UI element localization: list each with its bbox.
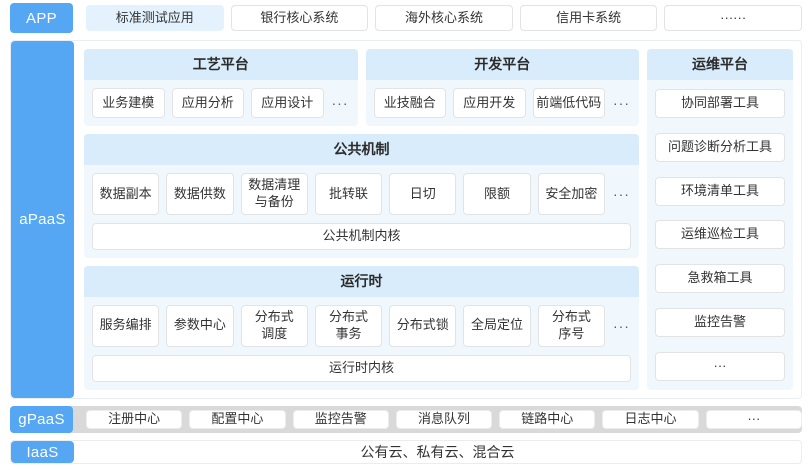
iaas-layer: IaaS 公有云、私有云、混合云 xyxy=(10,440,802,464)
app-item-standard-test[interactable]: 标准测试应用 xyxy=(86,5,224,32)
gpaas-items-row: 注册中心 配置中心 监控告警 消息队列 链路中心 日志中心 ··· xyxy=(86,406,802,433)
common-mechanism-items: 数据副本 数据供数 数据清理 与备份 批转联 日切 限额 安全加密 ··· xyxy=(92,173,631,215)
apaas-content: 工艺平台 业务建模 应用分析 应用设计 ··· 开发平台 业技融合 应用开发 xyxy=(74,41,801,398)
runtime-items: 服务编排 参数中心 分布式 调度 分布式 事务 分布式锁 全局定位 分布式 序号… xyxy=(92,304,631,347)
runtime-item-distributed-transaction[interactable]: 分布式 事务 xyxy=(314,304,383,347)
runtime-item-global-positioning[interactable]: 全局定位 xyxy=(463,304,531,347)
craft-item-app-analysis[interactable]: 应用分析 xyxy=(171,88,244,119)
gpaas-item-config-center[interactable]: 配置中心 xyxy=(189,409,286,430)
dev-platform-group: 开发平台 业技融合 应用开发 前端低代码 ··· xyxy=(365,49,640,127)
ops-item-more[interactable]: ··· xyxy=(655,351,785,381)
dev-item-app-dev[interactable]: 应用开发 xyxy=(453,88,526,119)
ops-platform-items: 协同部署工具 问题诊断分析工具 环境清单工具 运维巡检工具 急救箱工具 监控告警… xyxy=(647,80,793,390)
common-item-security-encrypt[interactable]: 安全加密 xyxy=(537,173,605,215)
gpaas-item-more[interactable]: ··· xyxy=(705,409,802,430)
apaas-layer: aPaaS 工艺平台 业务建模 应用分析 应用设计 ··· 开发平台 xyxy=(10,40,802,399)
gpaas-item-registry-center[interactable]: 注册中心 xyxy=(86,409,183,430)
runtime-title: 运行时 xyxy=(84,265,639,297)
runtime-item-param-center[interactable]: 参数中心 xyxy=(166,304,234,347)
app-item-overseas-core[interactable]: 海外核心系统 xyxy=(375,5,513,32)
ops-platform-group: 运维平台 协同部署工具 问题诊断分析工具 环境清单工具 运维巡检工具 急救箱工具… xyxy=(647,49,793,390)
dev-more-dots: ··· xyxy=(613,95,630,112)
app-layer-label: APP xyxy=(10,3,73,34)
common-item-quota[interactable]: 限额 xyxy=(463,173,531,215)
app-layer: APP 标准测试应用 银行核心系统 海外核心系统 信用卡系统 ······ xyxy=(10,3,802,34)
ops-item-inspection-tool[interactable]: 运维巡检工具 xyxy=(655,220,785,250)
app-items-row: 标准测试应用 银行核心系统 海外核心系统 信用卡系统 ······ xyxy=(86,3,802,33)
apaas-layer-label: aPaaS xyxy=(11,41,74,398)
iaas-cloud-text: 公有云、私有云、混合云 xyxy=(360,444,515,461)
ops-item-first-aid-kit-tool[interactable]: 急救箱工具 xyxy=(655,264,785,294)
runtime-item-distributed-lock[interactable]: 分布式锁 xyxy=(389,304,457,347)
craft-item-business-modeling[interactable]: 业务建模 xyxy=(92,88,165,119)
common-mechanism-group: 公共机制 数据副本 数据供数 数据清理 与备份 批转联 日切 限额 安全加密 ·… xyxy=(84,134,639,258)
gpaas-layer: gPaaS 注册中心 配置中心 监控告警 消息队列 链路中心 日志中心 ··· xyxy=(10,405,802,434)
dev-item-biz-tech-fusion[interactable]: 业技融合 xyxy=(373,88,446,119)
common-item-data-supply[interactable]: 数据供数 xyxy=(166,173,234,215)
runtime-body: 服务编排 参数中心 分布式 调度 分布式 事务 分布式锁 全局定位 分布式 序号… xyxy=(84,297,639,390)
craft-platform-title: 工艺平台 xyxy=(84,49,358,81)
dev-item-frontend-lowcode[interactable]: 前端低代码 xyxy=(532,88,605,119)
ops-item-env-inventory-tool[interactable]: 环境清单工具 xyxy=(655,176,785,206)
craft-more-dots: ··· xyxy=(331,95,349,112)
common-mechanism-title: 公共机制 xyxy=(84,134,639,166)
craft-platform-group: 工艺平台 业务建模 应用分析 应用设计 ··· xyxy=(84,49,358,127)
app-item-bank-core[interactable]: 银行核心系统 xyxy=(230,5,369,32)
common-item-data-replica[interactable]: 数据副本 xyxy=(92,173,160,215)
common-item-data-clean-backup[interactable]: 数据清理 与备份 xyxy=(240,173,308,215)
gpaas-item-log-center[interactable]: 日志中心 xyxy=(602,409,699,430)
runtime-group: 运行时 服务编排 参数中心 分布式 调度 分布式 事务 分布式锁 全局定位 分布… xyxy=(84,265,639,390)
runtime-item-distributed-sequence[interactable]: 分布式 序号 xyxy=(537,304,605,347)
apaas-main-column: 工艺平台 业务建模 应用分析 应用设计 ··· 开发平台 业技融合 应用开发 xyxy=(84,49,639,390)
gpaas-item-message-queue[interactable]: 消息队列 xyxy=(395,409,493,430)
common-more-dots: ··· xyxy=(612,186,630,203)
craft-item-app-design[interactable]: 应用设计 xyxy=(251,88,324,119)
dev-platform-items: 业技融合 应用开发 前端低代码 ··· xyxy=(366,80,640,126)
ops-item-monitoring-alert[interactable]: 监控告警 xyxy=(655,307,785,337)
runtime-more-dots: ··· xyxy=(612,317,630,334)
common-item-day-cut[interactable]: 日切 xyxy=(389,173,457,215)
craft-platform-items: 业务建模 应用分析 应用设计 ··· xyxy=(84,80,358,126)
app-item-credit-card[interactable]: 信用卡系统 xyxy=(519,5,658,32)
ops-item-collab-deploy-tool[interactable]: 协同部署工具 xyxy=(655,89,785,119)
runtime-item-distributed-scheduling[interactable]: 分布式 调度 xyxy=(240,304,308,347)
iaas-layer-label: IaaS xyxy=(11,441,74,463)
common-mechanism-body: 数据副本 数据供数 数据清理 与备份 批转联 日切 限额 安全加密 ··· 公共… xyxy=(84,165,639,258)
apaas-top-groups: 工艺平台 业务建模 应用分析 应用设计 ··· 开发平台 业技融合 应用开发 xyxy=(84,49,640,127)
runtime-kernel-bar[interactable]: 运行时内核 xyxy=(92,354,631,382)
common-mechanism-kernel-bar[interactable]: 公共机制内核 xyxy=(92,222,631,250)
ops-platform-title: 运维平台 xyxy=(647,49,793,81)
app-item-more[interactable]: ······ xyxy=(664,5,802,32)
ops-item-problem-diagnosis-tool[interactable]: 问题诊断分析工具 xyxy=(655,132,785,162)
dev-platform-title: 开发平台 xyxy=(365,49,639,81)
runtime-item-service-orchestration[interactable]: 服务编排 xyxy=(92,304,160,347)
gpaas-layer-label: gPaaS xyxy=(10,405,73,434)
gpaas-item-monitoring-alert[interactable]: 监控告警 xyxy=(292,409,389,430)
common-item-batch-to-online[interactable]: 批转联 xyxy=(314,173,383,215)
gpaas-item-trace-center[interactable]: 链路中心 xyxy=(499,409,596,430)
